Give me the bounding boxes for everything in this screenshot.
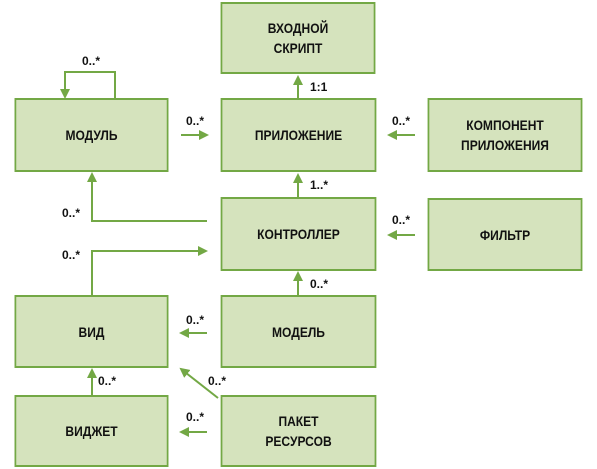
- filter-to-controller-multiplicity: 0..*: [392, 213, 411, 227]
- view-to-controller-line: [91, 246, 208, 295]
- model-to-view-multiplicity: 0..*: [186, 313, 205, 327]
- application-label: ПРИЛОЖЕНИЕ: [254, 127, 343, 143]
- resource-bundle-line2: РЕСУРСОВ: [265, 433, 332, 449]
- module-self-loop: [60, 71, 116, 99]
- filter-label: ФИЛЬТР: [479, 226, 531, 243]
- input-script-line2: СКРИПТ: [273, 40, 323, 56]
- model-box: МОДЕЛЬ: [220, 295, 377, 368]
- bundle-to-view-multiplicity: 0..*: [208, 374, 227, 388]
- input-script-line1: ВХОДНОЙ: [267, 20, 329, 36]
- widget-label: ВИДЖЕТ: [65, 423, 118, 439]
- controller-to-app-multiplicity: 1..*: [310, 178, 329, 192]
- app-component-box: КОМПОНЕНТ ПРИЛОЖЕНИЯ: [427, 98, 583, 172]
- model-to-controller-multiplicity: 0..*: [310, 277, 329, 291]
- application-box: ПРИЛОЖЕНИЕ: [220, 98, 377, 172]
- widget-to-view-multiplicity: 0..*: [98, 374, 117, 388]
- view-to-controller-multiplicity: 0..*: [62, 248, 81, 262]
- controller-box: КОНТРОЛЛЕР: [220, 197, 377, 271]
- widget-box: ВИДЖЕТ: [14, 395, 169, 467]
- bundle-to-view-line: [179, 367, 219, 399]
- app-component-line1: КОМПОНЕНТ: [466, 117, 544, 133]
- app-to-script-multiplicity: 1:1: [310, 80, 328, 94]
- view-label: ВИД: [78, 323, 105, 340]
- view-box: ВИД: [14, 295, 169, 368]
- model-label: МОДЕЛЬ: [272, 323, 325, 340]
- module-self-multiplicity: 0..*: [82, 54, 101, 68]
- resource-bundle-line1: ПАКЕТ: [278, 413, 319, 429]
- component-to-app-multiplicity: 0..*: [392, 114, 411, 128]
- controller-to-module-multiplicity: 0..*: [62, 206, 81, 220]
- input-script-box: ВХОДНОЙ СКРИПТ: [220, 2, 376, 74]
- module-box: МОДУЛЬ: [14, 98, 169, 172]
- controller-label: КОНТРОЛЛЕР: [257, 226, 340, 242]
- module-to-app-multiplicity: 0..*: [186, 114, 205, 128]
- app-component-line2: ПРИЛОЖЕНИЯ: [461, 137, 549, 153]
- module-label: МОДУЛЬ: [65, 127, 118, 143]
- filter-box: ФИЛЬТР: [427, 198, 583, 271]
- controller-to-module-line: [87, 172, 207, 222]
- bundle-to-widget-multiplicity: 0..*: [186, 410, 205, 424]
- resource-bundle-box: ПАКЕТ РЕСУРСОВ: [220, 395, 377, 467]
